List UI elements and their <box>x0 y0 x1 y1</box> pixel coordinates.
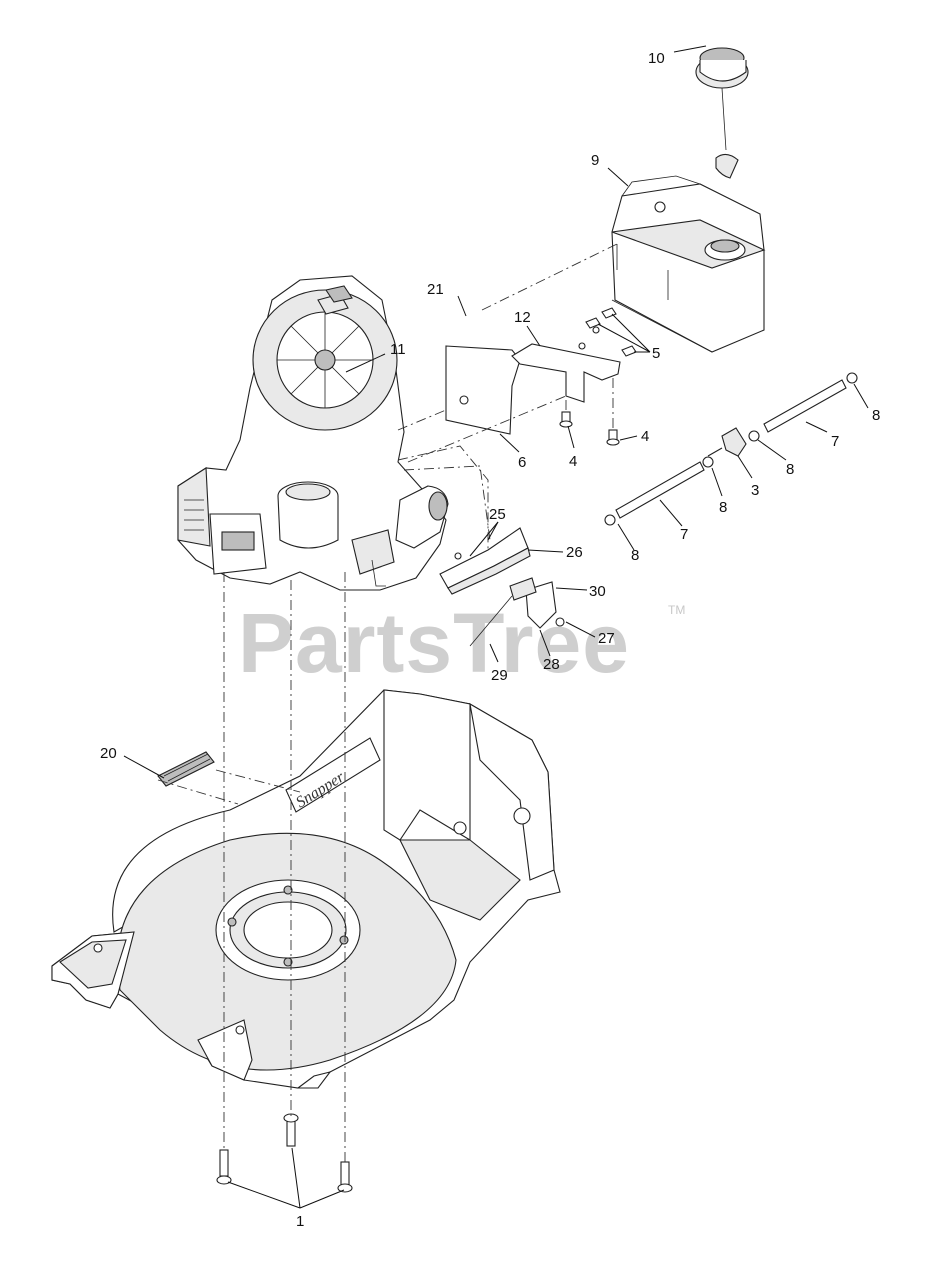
engine-part[interactable] <box>177 275 449 591</box>
callout-8-mid[interactable]: 8 <box>786 461 794 478</box>
callout-4-left[interactable]: 4 <box>569 453 577 470</box>
bolts-1-part[interactable] <box>216 1113 353 1193</box>
callout-21[interactable]: 21 <box>427 281 444 298</box>
screws-4-part[interactable] <box>559 411 620 446</box>
callout-8-lower[interactable]: 8 <box>719 499 727 516</box>
fuel-cap-part[interactable] <box>695 47 749 179</box>
screws-5-part[interactable] <box>585 307 637 357</box>
callout-5[interactable]: 5 <box>652 345 660 362</box>
callout-20[interactable]: 20 <box>100 745 117 762</box>
throttle-cover-part[interactable] <box>439 527 531 595</box>
fuel-filter-part[interactable] <box>707 427 747 457</box>
callout-7-upper[interactable]: 7 <box>831 433 839 450</box>
callout-7-lower[interactable]: 7 <box>680 526 688 543</box>
callout-29[interactable]: 29 <box>491 667 508 684</box>
mower-deck-part[interactable]: Snapper <box>51 689 561 1089</box>
callout-26[interactable]: 26 <box>566 544 583 561</box>
callout-4-right[interactable]: 4 <box>641 428 649 445</box>
callout-27[interactable]: 27 <box>598 630 615 647</box>
callout-8-bottom[interactable]: 8 <box>631 547 639 564</box>
callout-1[interactable]: 1 <box>296 1213 304 1230</box>
bracket-12-part[interactable] <box>511 326 621 403</box>
callout-3[interactable]: 3 <box>751 482 759 499</box>
callout-9[interactable]: 9 <box>591 152 599 169</box>
bracket-6-part[interactable] <box>445 345 521 435</box>
fuel-tank-part[interactable] <box>611 175 766 353</box>
callout-28[interactable]: 28 <box>543 656 560 673</box>
callout-10[interactable]: 10 <box>648 50 665 67</box>
callout-25[interactable]: 25 <box>489 506 506 523</box>
watermark-text: PartsTree <box>238 596 630 690</box>
decal-part[interactable] <box>157 751 215 787</box>
callout-11[interactable]: 11 <box>390 341 406 358</box>
callout-6[interactable]: 6 <box>518 454 526 471</box>
callout-30[interactable]: 30 <box>589 583 606 600</box>
callout-8-top[interactable]: 8 <box>872 407 880 424</box>
fuel-line-upper-part[interactable] <box>763 379 847 433</box>
throttle-bracket-part[interactable] <box>469 577 565 647</box>
leader-lines <box>123 45 869 1209</box>
watermark-trademark: TM <box>668 603 685 617</box>
clamps-8-part[interactable] <box>604 372 858 526</box>
callout-12[interactable]: 12 <box>514 309 531 326</box>
callout-labels: 10 9 21 12 5 11 8 7 4 6 4 3 8 8 7 25 26 … <box>100 50 880 1230</box>
fuel-line-lower-part[interactable] <box>615 461 705 519</box>
assembly-lines <box>157 243 618 1162</box>
